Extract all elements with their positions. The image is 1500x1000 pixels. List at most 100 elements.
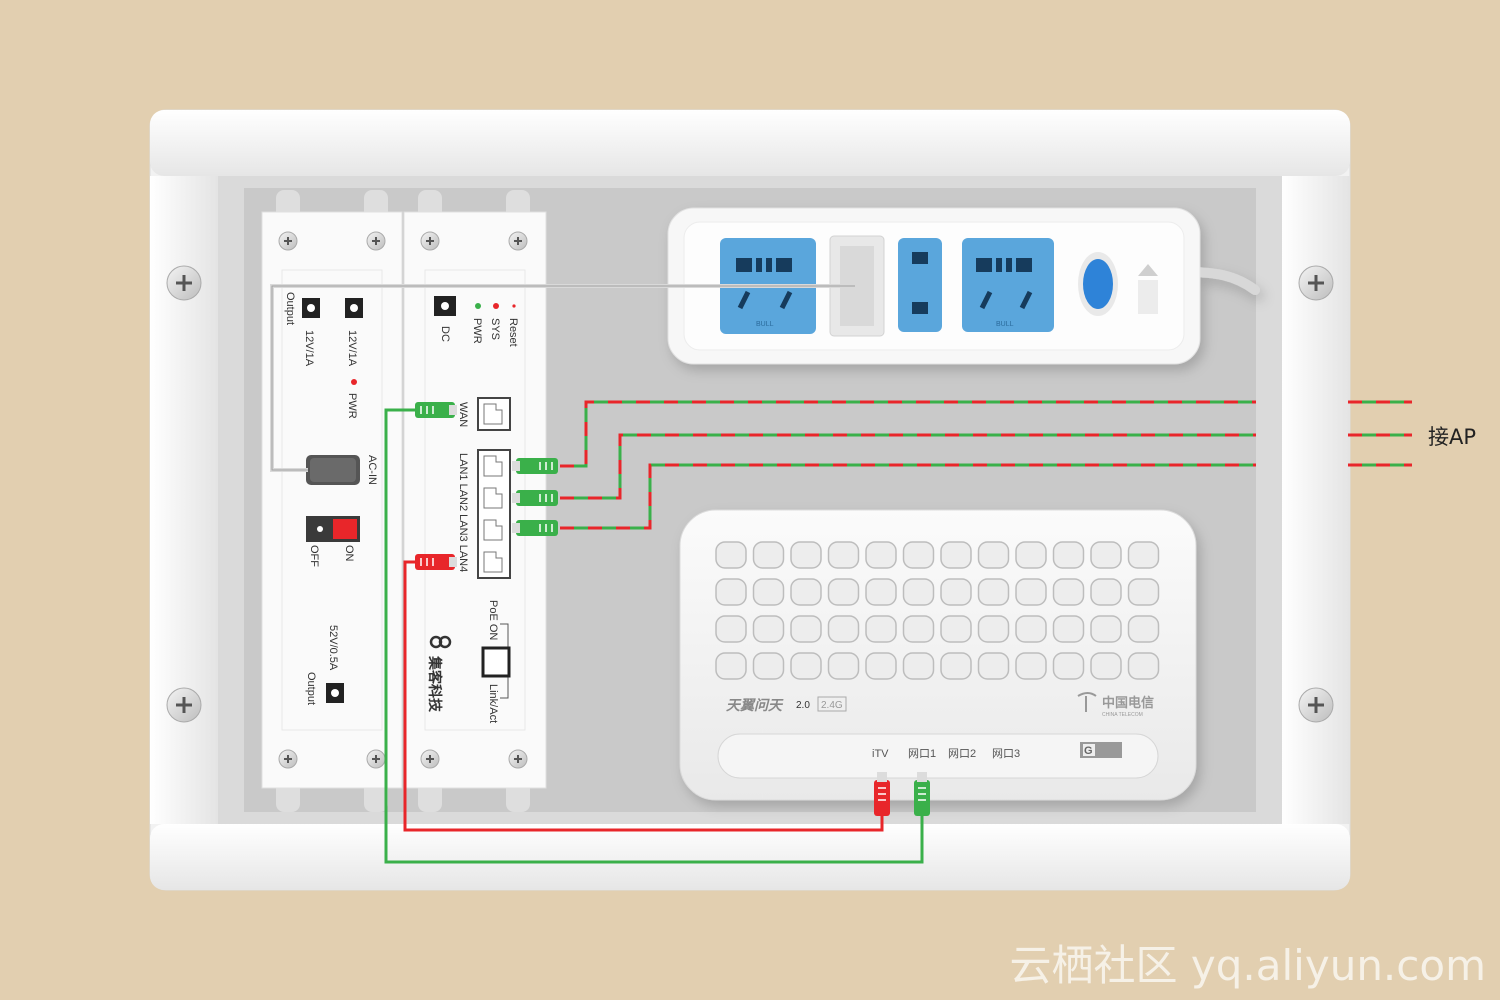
dc-jack-icon — [326, 683, 344, 703]
modem-port-label: iTV — [872, 748, 889, 760]
modem-brand-right-en: CHINA TELECOM — [1102, 712, 1143, 718]
sys-label: SYS — [489, 318, 501, 340]
vent-slot — [1052, 652, 1085, 680]
link-act-label: Link/Act — [487, 684, 499, 723]
rj45-plug-icon — [415, 402, 457, 418]
modem-band: 2.4G — [821, 700, 843, 711]
pwr-label: PWR — [346, 393, 358, 419]
rj45-plug-icon — [512, 458, 558, 474]
vent-slot — [790, 652, 822, 680]
reset-hole-icon — [512, 304, 516, 308]
pwr-led-icon — [475, 303, 481, 309]
power-switch-icon — [306, 516, 360, 542]
vent-slot — [1052, 578, 1085, 606]
vent-slot — [1127, 615, 1160, 643]
vent-slot — [1090, 615, 1122, 643]
rj45-plug-icon — [874, 772, 890, 816]
vent-slot — [977, 578, 1010, 606]
screw-icon — [508, 749, 528, 769]
vent-slot — [1127, 541, 1160, 569]
socket-mark: BULL — [996, 321, 1014, 328]
off-label: OFF — [308, 545, 320, 567]
ap-cables — [560, 400, 1412, 530]
screw-icon — [420, 231, 440, 251]
vent-slot — [1015, 541, 1047, 569]
pwr-led-icon — [351, 379, 357, 385]
screw-icon — [166, 687, 202, 723]
vent-slot — [977, 615, 1010, 643]
lan-port-block — [477, 449, 511, 579]
rj45-plug-icon — [512, 490, 558, 506]
itv-cable — [403, 560, 884, 832]
strip-logo-icon — [1138, 264, 1158, 314]
vent-slot — [940, 541, 972, 569]
rj45-plug-icon — [512, 520, 558, 536]
vent-slot — [902, 615, 935, 643]
poe-port-icon — [481, 646, 511, 678]
power-button-icon — [1078, 252, 1118, 316]
vent-slot — [1090, 578, 1122, 606]
rj45-plugs — [415, 402, 930, 816]
rj45-port-icon — [477, 397, 511, 431]
socket-mark: BULL — [756, 321, 774, 328]
vent-slot — [940, 615, 972, 643]
vent-slot — [1015, 615, 1047, 643]
vent-slot — [1127, 652, 1160, 680]
vent-slot — [827, 541, 860, 569]
modem-brand-left: 天翼问天 — [726, 698, 784, 714]
bottom-rail — [150, 824, 1350, 890]
screw-icon — [366, 749, 386, 769]
rj45-plug-icon — [914, 772, 930, 816]
wan-cable — [384, 408, 924, 864]
vent-slot — [827, 578, 860, 606]
modem-port-label: 网口1 — [908, 748, 936, 760]
output-label: Output — [284, 292, 296, 325]
rj45-plug-icon — [415, 554, 457, 570]
wan-label: WAN — [457, 402, 469, 427]
screw-icon — [278, 231, 298, 251]
vent-slot — [1052, 615, 1085, 643]
socket-icon: BULL — [962, 238, 1054, 332]
vent-slot — [865, 578, 897, 606]
poe-on-label: PoE ON — [487, 600, 499, 640]
vent-slot — [1090, 541, 1122, 569]
pwr-label: PWR — [471, 318, 483, 344]
vent-slot — [940, 578, 972, 606]
dc-jack-icon — [302, 298, 320, 318]
vent-slot — [715, 541, 747, 569]
watermark: 云栖社区 yq.aliyun.com — [1010, 941, 1486, 990]
vent-slot — [977, 652, 1010, 680]
cables — [384, 400, 1412, 864]
vent-slot — [1052, 541, 1085, 569]
vent-slot — [902, 541, 935, 569]
vent-slot — [752, 615, 785, 643]
sys-led-icon — [493, 303, 499, 309]
vent-slot — [790, 578, 822, 606]
lan-ports-label: LAN1 LAN2 LAN3 LAN4 — [457, 453, 469, 572]
rating-label: 12V/1A — [303, 330, 315, 367]
vent-slot — [977, 541, 1010, 569]
vent-slot — [790, 615, 822, 643]
vent-slot — [715, 578, 747, 606]
reset-label: Reset — [507, 318, 519, 347]
vent-slot — [902, 578, 935, 606]
brand-logo-icon — [429, 635, 452, 649]
screw-icon — [420, 749, 440, 769]
dc-jack-icon — [345, 298, 363, 318]
modem-port-label: 网口3 — [992, 748, 1020, 760]
modem-vents — [715, 541, 1160, 680]
socket-icon — [898, 238, 942, 332]
dc-jack-icon — [434, 296, 456, 316]
rating-label: 12V/1A — [346, 330, 358, 367]
telecom-logo-icon — [1077, 692, 1097, 712]
vent-slot — [752, 541, 785, 569]
vent-slot — [1127, 578, 1160, 606]
screw-icon — [508, 231, 528, 251]
vent-slot — [715, 652, 747, 680]
switch-module: DC PWR SYS Reset WAN LAN1 LAN2 LAN3 LAN4… — [403, 211, 547, 789]
screw-icon — [1298, 265, 1334, 301]
poe-rating-label: 52V/0.5A — [327, 625, 339, 671]
vent-slot — [865, 615, 897, 643]
ac-plug-icon — [306, 455, 360, 485]
vent-slot — [752, 652, 785, 680]
